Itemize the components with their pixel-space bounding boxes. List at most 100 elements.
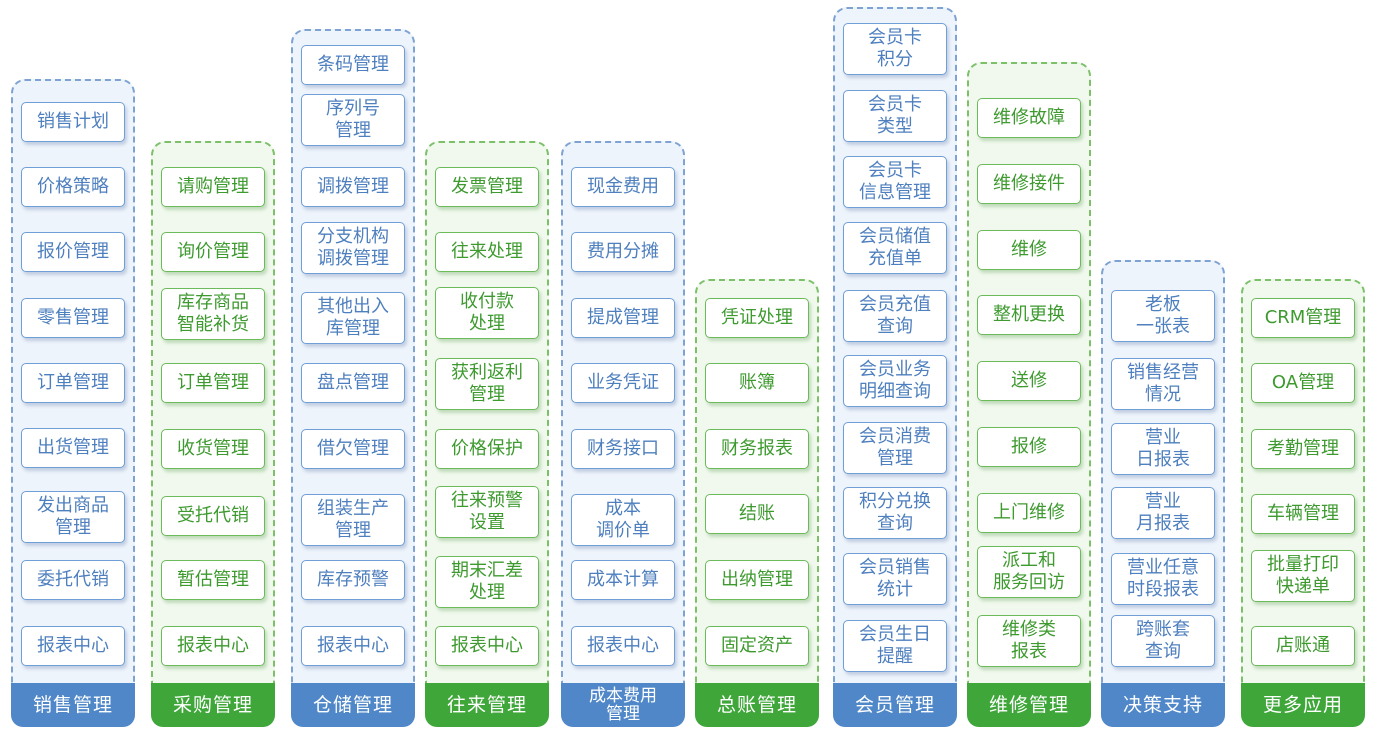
module-item[interactable]: 营业 日报表 xyxy=(1111,423,1215,475)
module-item[interactable]: 序列号 管理 xyxy=(301,94,405,146)
module-column-sales: 销售计划价格策略报价管理零售管理订单管理出货管理发出商品 管理委托代销报表中心 xyxy=(11,79,135,683)
module-item[interactable]: 订单管理 xyxy=(161,363,265,403)
module-item[interactable]: 会员业务 明细查询 xyxy=(843,355,947,407)
module-item[interactable]: 请购管理 xyxy=(161,167,265,207)
module-item[interactable]: 整机更换 xyxy=(977,295,1081,335)
module-item[interactable]: 成本计算 xyxy=(571,560,675,600)
module-item[interactable]: 收货管理 xyxy=(161,429,265,469)
module-item[interactable]: 委托代销 xyxy=(21,560,125,600)
module-item[interactable]: 报价管理 xyxy=(21,232,125,272)
module-item[interactable]: 零售管理 xyxy=(21,298,125,338)
module-column-repair: 维修故障维修接件维修整机更换送修报修上门维修派工和 服务回访维修类 报表 xyxy=(967,62,1091,683)
module-item[interactable]: 价格策略 xyxy=(21,167,125,207)
module-title-repair: 维修管理 xyxy=(967,683,1091,727)
module-item[interactable]: 批量打印 快递单 xyxy=(1251,550,1355,602)
module-item[interactable]: 条码管理 xyxy=(301,45,405,85)
module-item[interactable]: 获利返利 管理 xyxy=(435,358,539,410)
module-item[interactable]: 业务凭证 xyxy=(571,363,675,403)
module-item[interactable]: 会员销售 统计 xyxy=(843,553,947,605)
module-item[interactable]: 固定资产 xyxy=(705,626,809,666)
module-title-member: 会员管理 xyxy=(833,683,957,727)
module-item[interactable]: 会员卡 类型 xyxy=(843,90,947,142)
module-column-purchase: 请购管理询价管理库存商品 智能补货订单管理收货管理受托代销暂估管理报表中心 xyxy=(151,141,275,683)
module-item[interactable]: 报表中心 xyxy=(435,626,539,666)
module-item[interactable]: 暂估管理 xyxy=(161,560,265,600)
module-column-cost: 现金费用费用分摊提成管理业务凭证财务接口成本 调价单成本计算报表中心 xyxy=(561,141,685,683)
module-item[interactable]: 营业 月报表 xyxy=(1111,487,1215,539)
module-title-cost: 成本费用 管理 xyxy=(561,683,685,727)
module-title-accounts: 往来管理 xyxy=(425,683,549,727)
module-item[interactable]: 价格保护 xyxy=(435,429,539,469)
module-item[interactable]: 会员卡 积分 xyxy=(843,23,947,75)
module-title-warehouse: 仓储管理 xyxy=(291,683,415,727)
module-item[interactable]: 老板 一张表 xyxy=(1111,290,1215,342)
module-item[interactable]: 上门维修 xyxy=(977,493,1081,533)
module-column-ledger: 凭证处理账簿财务报表结账出纳管理固定资产 xyxy=(695,279,819,683)
module-item[interactable]: 报修 xyxy=(977,427,1081,467)
module-item[interactable]: 提成管理 xyxy=(571,298,675,338)
module-item[interactable]: 期末汇差 处理 xyxy=(435,556,539,608)
module-title-more: 更多应用 xyxy=(1241,683,1365,727)
module-item[interactable]: 维修类 报表 xyxy=(977,615,1081,667)
module-item[interactable]: 跨账套 查询 xyxy=(1111,615,1215,667)
module-item[interactable]: 收付款 处理 xyxy=(435,287,539,339)
module-item[interactable]: 营业任意 时段报表 xyxy=(1111,553,1215,605)
module-item[interactable]: 库存预警 xyxy=(301,560,405,600)
module-item[interactable]: 其他出入 库管理 xyxy=(301,292,405,344)
module-title-ledger: 总账管理 xyxy=(695,683,819,727)
module-column-decision: 老板 一张表销售经营 情况营业 日报表营业 月报表营业任意 时段报表跨账套 查询 xyxy=(1101,260,1225,683)
module-item[interactable]: 出货管理 xyxy=(21,428,125,468)
module-item[interactable]: 组装生产 管理 xyxy=(301,494,405,546)
module-item[interactable]: 积分兑换 查询 xyxy=(843,487,947,539)
module-item[interactable]: 销售经营 情况 xyxy=(1111,358,1215,410)
module-column-accounts: 发票管理往来处理收付款 处理获利返利 管理价格保护往来预警 设置期末汇差 处理报… xyxy=(425,141,549,683)
module-item[interactable]: 分支机构 调拨管理 xyxy=(301,222,405,274)
module-item[interactable]: 考勤管理 xyxy=(1251,429,1355,469)
module-item[interactable]: 现金费用 xyxy=(571,167,675,207)
module-item[interactable]: 库存商品 智能补货 xyxy=(161,288,265,340)
module-item[interactable]: 店账通 xyxy=(1251,626,1355,666)
module-column-more: CRM管理 OA管理考勤管理车辆管理批量打印 快递单店账通 xyxy=(1241,279,1365,683)
module-item[interactable]: 销售计划 xyxy=(21,102,125,142)
module-item[interactable]: 财务接口 xyxy=(571,429,675,469)
module-item[interactable]: 往来预警 设置 xyxy=(435,486,539,538)
module-item[interactable]: 会员生日 提醒 xyxy=(843,620,947,672)
module-title-decision: 决策支持 xyxy=(1101,683,1225,727)
module-item[interactable]: OA管理 xyxy=(1251,363,1355,403)
module-title-sales: 销售管理 xyxy=(11,683,135,727)
module-item[interactable]: 报表中心 xyxy=(21,626,125,666)
module-item[interactable]: 发票管理 xyxy=(435,167,539,207)
module-title-purchase: 采购管理 xyxy=(151,683,275,727)
module-item[interactable]: 发出商品 管理 xyxy=(21,491,125,543)
module-item[interactable]: 受托代销 xyxy=(161,496,265,536)
module-column-member: 会员卡 积分会员卡 类型会员卡 信息管理会员储值 充值单会员充值 查询会员业务 … xyxy=(833,7,957,683)
module-item[interactable]: 会员充值 查询 xyxy=(843,290,947,342)
module-item[interactable]: 盘点管理 xyxy=(301,363,405,403)
module-item[interactable]: 会员卡 信息管理 xyxy=(843,156,947,208)
module-item[interactable]: 凭证处理 xyxy=(705,298,809,338)
module-item[interactable]: 会员储值 充值单 xyxy=(843,222,947,274)
module-item[interactable]: 报表中心 xyxy=(571,626,675,666)
module-item[interactable]: 报表中心 xyxy=(301,626,405,666)
module-item[interactable]: 会员消费 管理 xyxy=(843,422,947,474)
module-item[interactable]: 维修接件 xyxy=(977,164,1081,204)
module-item[interactable]: 费用分摊 xyxy=(571,232,675,272)
module-item[interactable]: 送修 xyxy=(977,361,1081,401)
module-item[interactable]: 成本 调价单 xyxy=(571,494,675,546)
module-item[interactable]: 订单管理 xyxy=(21,363,125,403)
module-item[interactable]: 车辆管理 xyxy=(1251,494,1355,534)
module-item[interactable]: 报表中心 xyxy=(161,626,265,666)
module-item[interactable]: 账簿 xyxy=(705,363,809,403)
module-item[interactable]: 往来处理 xyxy=(435,232,539,272)
module-item[interactable]: 出纳管理 xyxy=(705,560,809,600)
module-item[interactable]: 询价管理 xyxy=(161,232,265,272)
module-item[interactable]: 维修 xyxy=(977,230,1081,270)
module-item[interactable]: 结账 xyxy=(705,494,809,534)
module-item[interactable]: 调拨管理 xyxy=(301,167,405,207)
module-item[interactable]: 派工和 服务回访 xyxy=(977,546,1081,598)
module-item[interactable]: 借欠管理 xyxy=(301,429,405,469)
module-item[interactable]: CRM管理 xyxy=(1251,298,1355,338)
module-item[interactable]: 维修故障 xyxy=(977,98,1081,138)
module-item[interactable]: 财务报表 xyxy=(705,429,809,469)
module-column-warehouse: 条码管理序列号 管理调拨管理分支机构 调拨管理其他出入 库管理盘点管理借欠管理组… xyxy=(291,29,415,683)
